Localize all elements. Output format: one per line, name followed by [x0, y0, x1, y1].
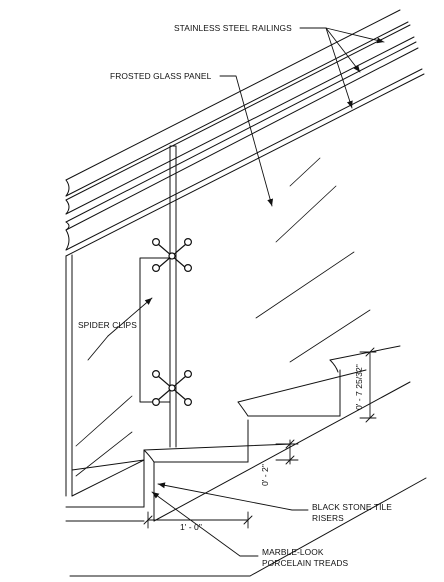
- leader-lines: [87, 27, 385, 557]
- treads-label-line2: PORCELAIN TREADS: [262, 558, 348, 568]
- treads-label-line1: MARBLE-LOOK: [262, 547, 324, 557]
- dimension-nosing: [275, 439, 299, 465]
- stainless-steel-railings: [65, 9, 425, 257]
- stair-steps: [65, 345, 427, 577]
- frosted-glass-panel: [65, 157, 371, 497]
- spider-clip-lower: [152, 370, 193, 407]
- dimension-tread-depth: [143, 511, 253, 529]
- dimension-riser-height: [359, 347, 377, 423]
- glass-panel-label: FROSTED GLASS PANEL: [110, 71, 212, 81]
- nosing-dimension: 0' - 2": [260, 464, 270, 486]
- risers-label-line2: RISERS: [312, 513, 344, 523]
- spider-clips-label: SPIDER CLIPS: [78, 320, 137, 330]
- spider-clip-upper: [152, 238, 193, 273]
- railings-label: STAINLESS STEEL RAILINGS: [174, 23, 292, 33]
- riser-height-dimension: 0' - 7 25/32": [354, 364, 364, 410]
- tread-depth-dimension: 1' - 0": [180, 522, 202, 532]
- risers-label-line1: BLACK STONE TILE: [312, 502, 392, 512]
- glass-support-post: [169, 145, 177, 448]
- spider-clip-plate: [139, 257, 171, 403]
